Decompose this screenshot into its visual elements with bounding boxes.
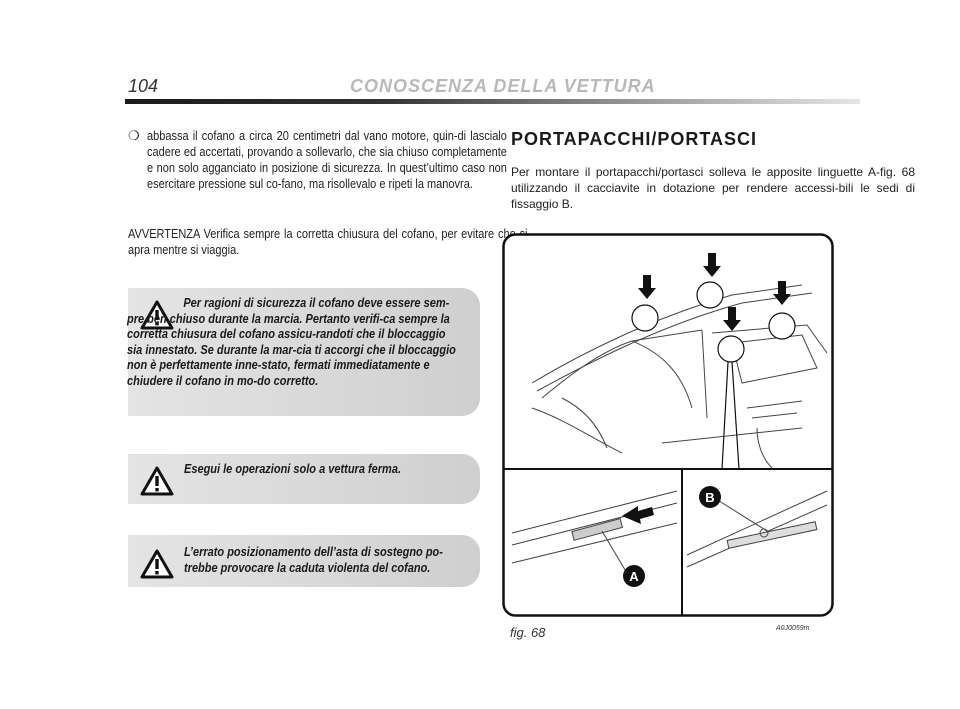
header-rule bbox=[125, 99, 860, 104]
warning-text-3: L’errato posizionamento dell’asta di sos… bbox=[184, 545, 443, 575]
down-arrow-icon bbox=[723, 307, 741, 331]
warning-box-3: L’errato posizionamento dell’asta di sos… bbox=[128, 535, 480, 587]
down-arrow-icon bbox=[703, 253, 721, 277]
roof-rack-figure: A B bbox=[502, 233, 834, 617]
avvertenza-paragraph: AVVERTENZA Verifica sempre la corretta c… bbox=[128, 227, 528, 257]
warning-text-2: Esegui le operazioni solo a vettura ferm… bbox=[184, 462, 402, 476]
label-b: B bbox=[705, 490, 714, 505]
fixing-point-circles bbox=[631, 281, 796, 363]
arrow-icons bbox=[638, 253, 791, 331]
down-arrow-icon bbox=[638, 275, 656, 299]
left-arrow-icon bbox=[622, 506, 654, 524]
page-number: 104 bbox=[128, 76, 159, 96]
detail-a bbox=[511, 490, 678, 586]
detail-b bbox=[686, 490, 828, 568]
down-arrow-icon bbox=[773, 281, 791, 305]
warning-triangle-icon bbox=[140, 300, 174, 330]
warning-triangle-icon bbox=[140, 549, 174, 579]
figure-code: A0J0059m bbox=[776, 625, 810, 632]
warning-triangle-icon bbox=[140, 466, 174, 496]
chapter-title: CONOSCENZA DELLA VETTURA bbox=[350, 76, 656, 96]
bullet-icon: ❍ bbox=[128, 128, 140, 143]
warning-box-1: Per ragioni di sicurezza il cofano deve … bbox=[127, 288, 480, 416]
intro-paragraph: Per montare il portapacchi/portasci soll… bbox=[511, 165, 915, 211]
section-title: PORTAPACCHI/PORTASCI bbox=[511, 129, 758, 149]
bullet-text: abbassa il cofano a circa 20 centimetri … bbox=[147, 129, 507, 191]
warning-box-2: Esegui le operazioni solo a vettura ferm… bbox=[128, 454, 480, 504]
warning-text-1: Per ragioni di sicurezza il cofano deve … bbox=[127, 296, 456, 388]
figure-caption: fig. 68 bbox=[510, 625, 546, 640]
label-a: A bbox=[629, 569, 639, 584]
